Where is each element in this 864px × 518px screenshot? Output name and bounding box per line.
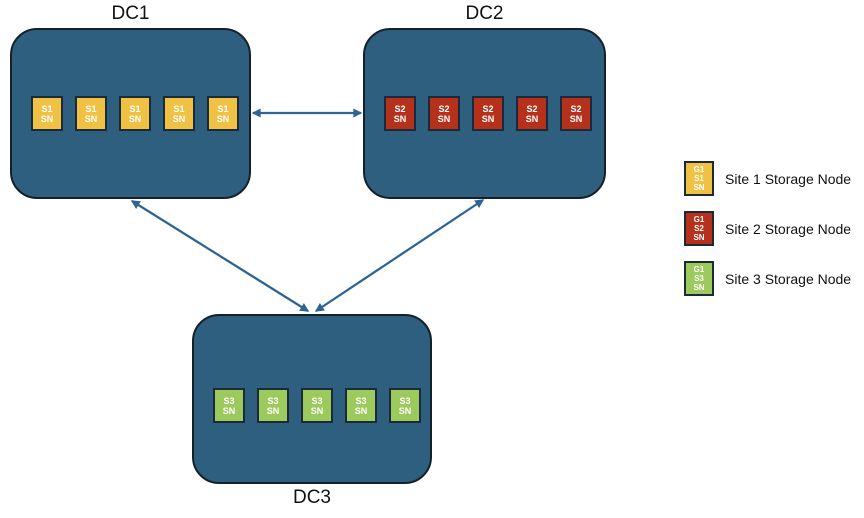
node-label-line: S1 [173,103,185,114]
node-label-line: SN [569,113,583,124]
legend-item-label: Site 1 Storage Node [725,170,852,187]
node-label-line: SN [481,113,495,124]
node-label-line: S1 [85,103,97,114]
dc3-label: DC3 [292,487,331,508]
node-label-line: S1 [129,103,141,114]
node-label-line: S3 [355,395,367,406]
node-label-line: SN [172,113,186,124]
node-label-line: S2 [438,103,450,114]
node-label-line: S3 [267,395,279,406]
legend-swatch-line: SN [693,233,705,242]
legend-swatch-line: SN [693,183,705,192]
node-label-line: S2 [482,103,494,114]
legend-swatch-line: S2 [694,224,704,233]
legend-item-label: Site 3 Storage Node [725,270,852,287]
connection-dc1-dc3 [130,200,310,312]
node-label-line: SN [222,405,236,416]
node-label-line: SN [84,113,98,124]
node-label-line: SN [128,113,142,124]
legend-swatch-line: G1 [693,265,705,274]
legend-swatch-line: SN [693,283,705,292]
node-label-line: SN [310,405,324,416]
node-label-line: SN [437,113,451,124]
node-label-line: S3 [223,395,235,406]
legend-swatch-line: G1 [693,165,705,174]
node-label-line: SN [398,405,412,416]
node-label-line: S3 [311,395,323,406]
node-label-line: S2 [394,103,406,114]
dc1-label: DC1 [111,3,150,24]
legend-swatch-line: S3 [694,274,704,283]
node-label-line: SN [40,113,54,124]
dc2-label: DC2 [465,3,504,24]
node-label-line: SN [393,113,407,124]
node-label-line: S1 [217,103,229,114]
connection-dc2-dc3 [314,199,485,312]
node-label-line: S2 [570,103,582,114]
node-label-line: SN [266,405,280,416]
legend-swatch-line: G1 [693,215,705,224]
node-label-line: SN [354,405,368,416]
legend-swatch-line: S1 [694,174,704,183]
node-label-line: SN [216,113,230,124]
node-label-line: SN [525,113,539,124]
legend-item-label: Site 2 Storage Node [725,220,852,237]
node-label-line: S3 [399,395,411,406]
node-label-line: S1 [41,103,53,114]
node-label-line: S2 [526,103,538,114]
